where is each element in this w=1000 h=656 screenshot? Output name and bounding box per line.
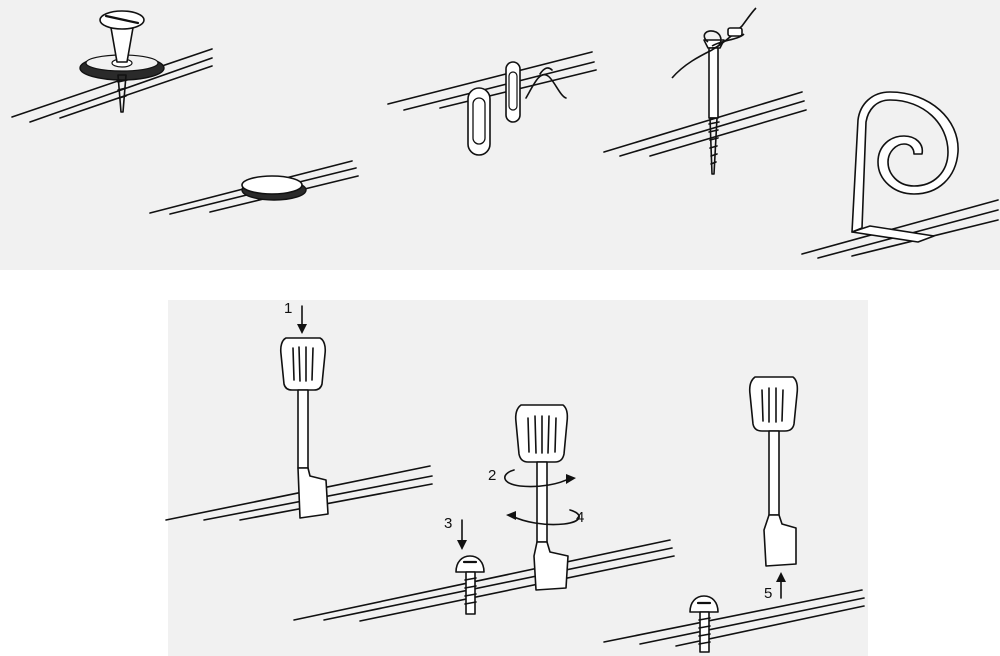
paper-clips-group [387,51,597,156]
paper-clip-icon [467,87,491,156]
screwdriver-pushing-group: 1 [165,300,433,521]
coiled-strip-icon [851,91,959,243]
step-2-label: 2 [488,467,496,484]
screw-with-string-icon [671,7,757,175]
wire-lines [603,589,865,647]
step-4-label: 4 [576,509,584,526]
arrow-down-icon [457,519,467,550]
step-1-label: 1 [284,300,292,317]
screw-with-string-group [603,7,807,175]
step-3-label: 3 [444,515,452,532]
coiled-strip-group [801,91,999,259]
wire-lines [387,51,597,111]
screwdriver-lifted-group: 5 [603,376,865,653]
screw-icon [455,555,485,615]
flat-washer-icon [241,175,307,201]
screw-with-washer-group [11,10,213,123]
step-5-label: 5 [764,585,772,602]
wire-lines [603,91,807,157]
screwdriver-icon [514,404,569,591]
arrow-up-icon [776,572,786,599]
arrow-down-icon [297,305,307,334]
screwdriver-icon [279,337,329,519]
screw-with-washer-icon [79,10,165,113]
wire-lines [293,539,675,622]
screw-icon [689,595,719,653]
top-panel-background [0,0,1000,270]
rotation-arrow-counterclockwise-icon [506,509,580,526]
wire-lines [801,199,999,259]
screwdriver-icon [748,376,799,567]
screwdriver-turning-group: 2 4 3 [293,404,675,622]
safety-pin-icon [505,61,567,123]
flat-washer-group [149,160,359,215]
rotation-arrow-clockwise-icon [504,469,576,488]
